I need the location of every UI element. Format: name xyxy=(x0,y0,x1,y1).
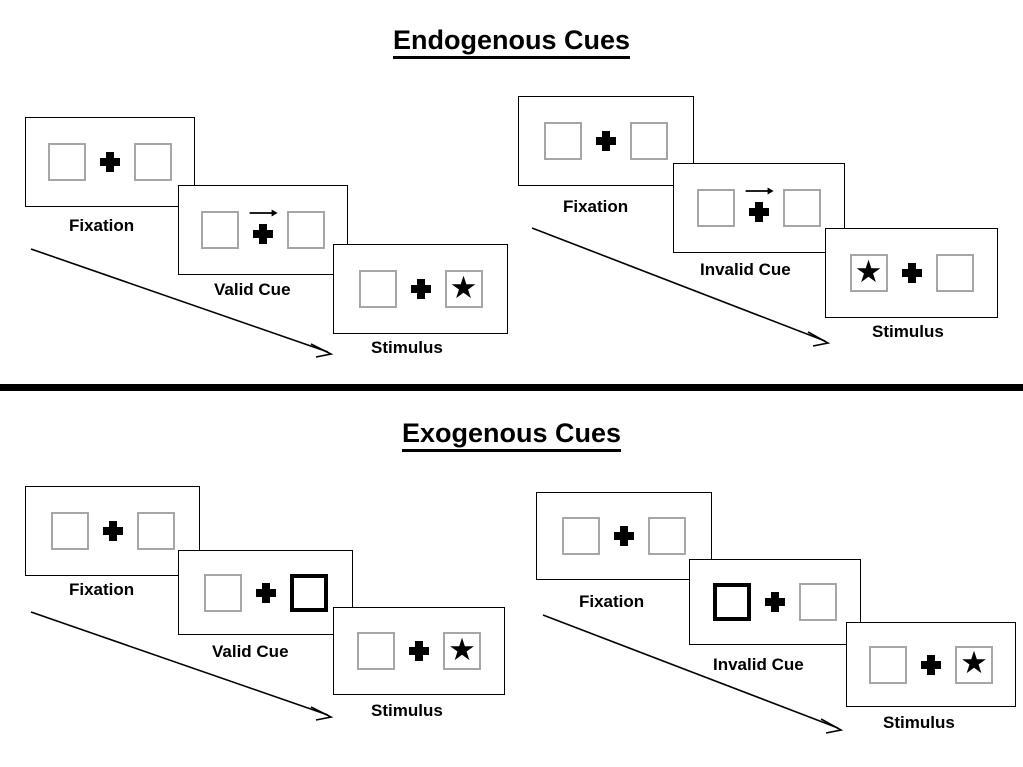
stimulus-box-right xyxy=(287,211,325,249)
stimulus-box-left xyxy=(48,143,86,181)
fixation-cross-area xyxy=(239,207,287,253)
arrow-right-cue-icon xyxy=(249,209,278,217)
stimulus-box-left xyxy=(869,645,907,684)
stimulus-box-right xyxy=(783,189,821,227)
target-star-icon: ★ xyxy=(854,253,883,289)
panel-endogenous-valid-cue[interactable] xyxy=(178,185,348,275)
fixation-cross-area xyxy=(395,628,443,674)
panel-endogenous-valid-stimulus[interactable]: ★ xyxy=(333,244,508,334)
panel-exogenous-invalid-fixation[interactable] xyxy=(536,492,712,580)
stimulus-box-right-highlighted xyxy=(289,573,328,612)
panel-exogenous-valid-stimulus[interactable]: ★ xyxy=(333,607,505,695)
fixation-cross-icon xyxy=(749,202,769,222)
stimulus-box-right xyxy=(136,512,175,550)
caption-exogenous-valid-fixation: Fixation xyxy=(69,580,135,599)
fixation-cross-area xyxy=(735,185,783,231)
arrow-right-cue-icon xyxy=(745,187,774,195)
caption-endogenous-invalid-cue: Invalid Cue xyxy=(700,260,791,279)
section-title-exogenous: Exogenous Cues xyxy=(0,418,1023,452)
stimulus-box-left xyxy=(697,189,735,227)
stimulus-box-right xyxy=(134,143,172,181)
stimulus-box-left: ★ xyxy=(849,253,888,292)
stimulus-box-left xyxy=(562,517,600,555)
fixation-cross-icon xyxy=(255,582,276,603)
fixation-cross-icon xyxy=(614,526,634,546)
target-star-icon: ★ xyxy=(449,269,478,305)
caption-exogenous-invalid-stimulus: Stimulus xyxy=(883,713,955,732)
stimulus-box-left xyxy=(357,632,395,670)
caption-endogenous-valid-stimulus: Stimulus xyxy=(371,338,443,357)
caption-endogenous-invalid-stimulus: Stimulus xyxy=(872,322,944,341)
panel-exogenous-invalid-stimulus[interactable]: ★ xyxy=(846,622,1016,707)
stimulus-box-right xyxy=(799,583,837,621)
panel-endogenous-invalid-fixation[interactable] xyxy=(518,96,694,186)
panel-exogenous-valid-cue[interactable] xyxy=(178,550,353,635)
stimulus-box-right: ★ xyxy=(443,632,481,670)
target-star-icon: ★ xyxy=(960,645,988,680)
stimulus-box-right xyxy=(935,254,974,292)
caption-endogenous-invalid-fixation: Fixation xyxy=(563,197,629,216)
fixation-cross-icon xyxy=(921,654,941,675)
fixation-cross-area xyxy=(907,642,955,688)
stimulus-box-right: ★ xyxy=(955,645,993,684)
fixation-cross-area xyxy=(751,579,799,625)
fixation-cross-icon xyxy=(765,592,785,612)
fixation-cross-area xyxy=(397,266,445,312)
caption-exogenous-valid-cue: Valid Cue xyxy=(212,642,289,661)
panel-endogenous-invalid-stimulus[interactable]: ★ xyxy=(825,228,998,318)
fixation-cross-area xyxy=(582,118,630,164)
fixation-cross-area xyxy=(86,139,134,185)
stimulus-box-left-highlighted xyxy=(713,583,751,621)
fixation-cross-area xyxy=(89,508,137,554)
panel-endogenous-invalid-cue[interactable] xyxy=(673,163,845,253)
section-title-exogenous-text: Exogenous Cues xyxy=(401,418,622,452)
section-title-endogenous: Endogenous Cues xyxy=(0,25,1023,59)
section-title-endogenous-text: Endogenous Cues xyxy=(392,25,630,59)
stimulus-box-right: ★ xyxy=(444,269,483,308)
fixation-cross-area xyxy=(600,513,648,559)
panel-exogenous-valid-fixation[interactable] xyxy=(25,486,200,576)
caption-endogenous-valid-cue: Valid Cue xyxy=(214,280,291,299)
fixation-cross-icon xyxy=(102,521,123,541)
fixation-cross-icon xyxy=(410,279,431,299)
caption-exogenous-valid-stimulus: Stimulus xyxy=(371,701,443,720)
fixation-cross-area xyxy=(242,570,290,616)
caption-exogenous-invalid-cue: Invalid Cue xyxy=(713,655,804,674)
fixation-cross-area xyxy=(888,250,936,296)
target-star-icon: ★ xyxy=(448,631,476,667)
stimulus-box-left xyxy=(544,122,582,160)
panel-endogenous-valid-fixation[interactable] xyxy=(25,117,195,207)
stimulus-box-left xyxy=(50,512,89,550)
stimulus-box-left xyxy=(201,211,239,249)
fixation-cross-icon xyxy=(253,224,273,244)
caption-endogenous-valid-fixation: Fixation xyxy=(69,216,135,235)
stimulus-box-left xyxy=(358,270,397,308)
fixation-cross-icon xyxy=(596,131,616,151)
fixation-cross-icon xyxy=(409,641,429,661)
stimulus-box-right xyxy=(630,122,668,160)
panel-exogenous-invalid-cue[interactable] xyxy=(689,559,861,645)
stimulus-box-left xyxy=(203,573,242,612)
stimulus-box-right xyxy=(648,517,686,555)
fixation-cross-icon xyxy=(901,263,922,283)
section-divider xyxy=(0,384,1023,391)
caption-exogenous-invalid-fixation: Fixation xyxy=(579,592,645,611)
fixation-cross-icon xyxy=(100,152,120,172)
